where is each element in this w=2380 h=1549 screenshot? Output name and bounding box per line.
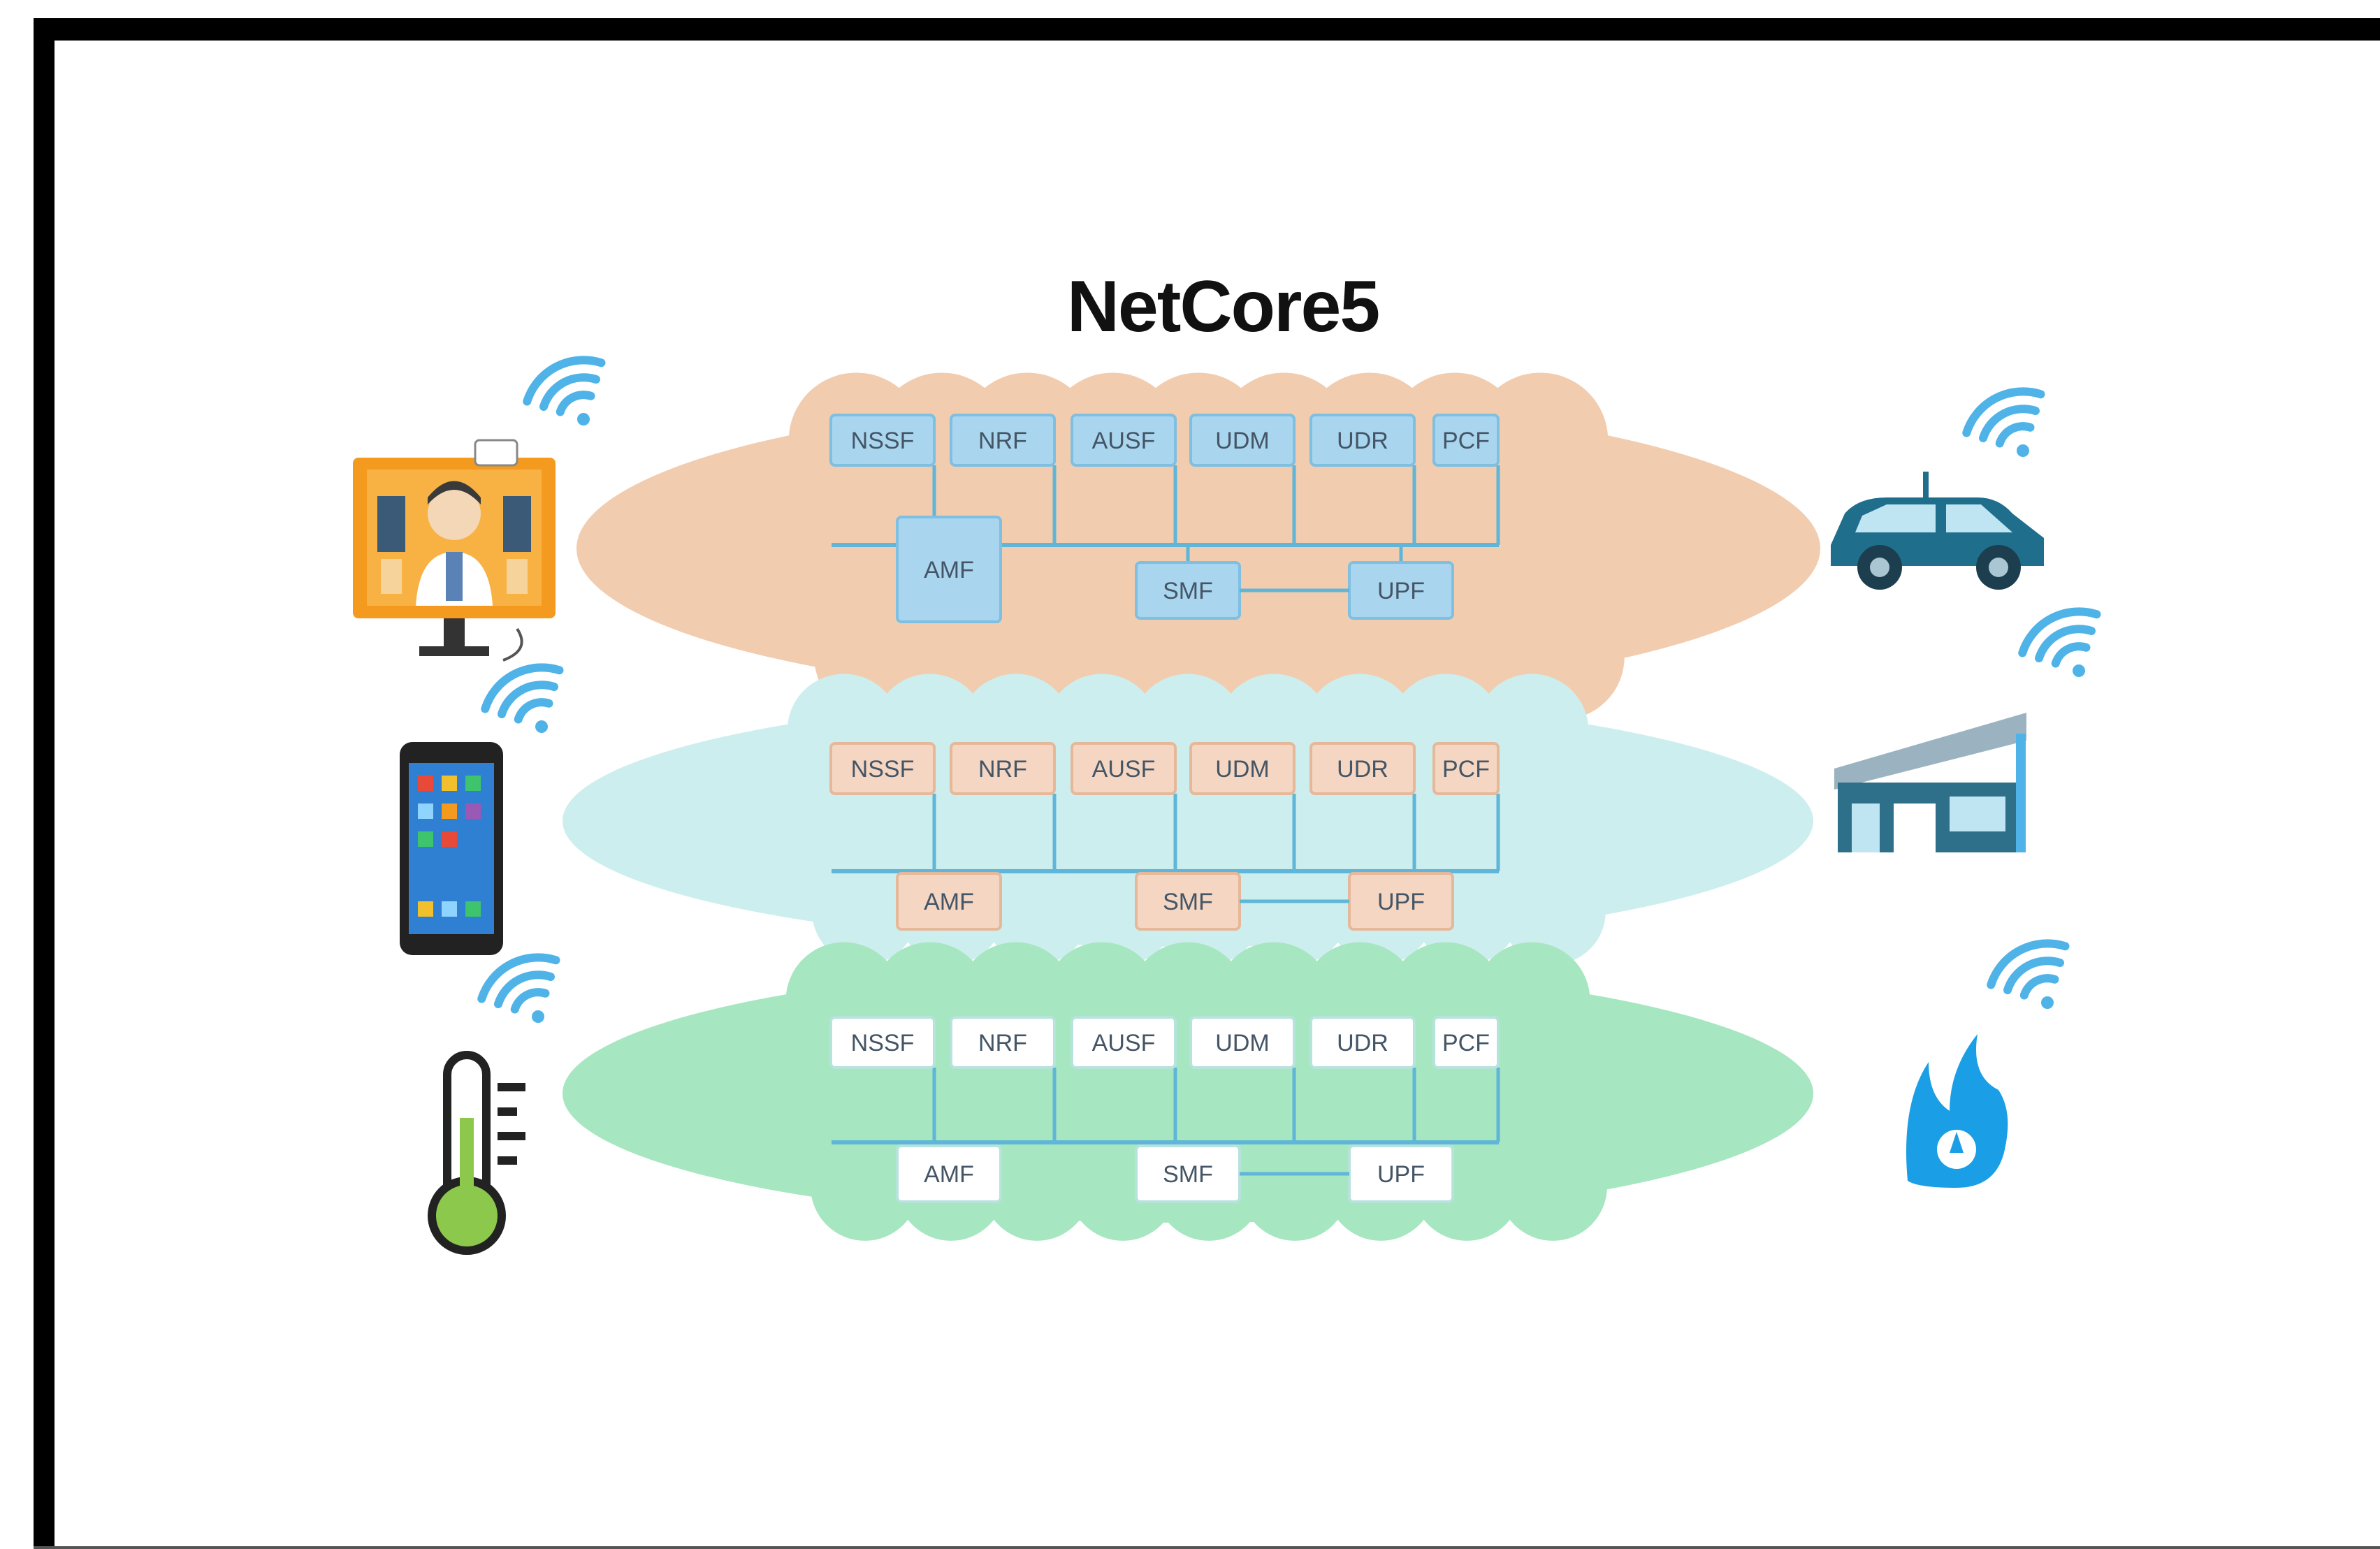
slice-3: NSSF NRF AUSF UDM UDR PCF AMF SMF UPF [563, 942, 1813, 1241]
nf-nssf: NSSF [829, 414, 936, 467]
nf-label: PCF [1442, 428, 1490, 454]
nf-label: NSSF [851, 756, 915, 783]
nf-label: AUSF [1092, 756, 1156, 783]
telemedicine-monitor-icon [353, 439, 556, 662]
fire-icon [1906, 1034, 2008, 1188]
nf-label: AMF [924, 1161, 974, 1188]
nf-amf: AMF [896, 872, 1002, 931]
frame-bottom-border [34, 1546, 2380, 1549]
nf-nssf: NSSF [829, 1016, 936, 1069]
nf-nrf: NRF [950, 414, 1056, 467]
nf-pcf: PCF [1432, 742, 1500, 795]
nf-label: UPF [1377, 578, 1425, 604]
nf-udr: UDR [1309, 414, 1416, 467]
nf-udm: UDM [1189, 1016, 1296, 1069]
nf-pcf: PCF [1432, 414, 1500, 467]
nf-udm: UDM [1189, 742, 1296, 795]
nf-upf: UPF [1348, 872, 1454, 931]
nf-label: PCF [1442, 756, 1490, 783]
nf-ausf: AUSF [1071, 742, 1177, 795]
nf-nssf: NSSF [829, 742, 936, 795]
smartphone-icon [400, 742, 503, 955]
nf-smf: SMF [1135, 561, 1241, 620]
nf-label: UPF [1377, 889, 1425, 915]
nf-label: UDR [1337, 1030, 1388, 1056]
wifi-signal-icon [523, 356, 606, 426]
nf-label: NRF [978, 428, 1027, 454]
thermometer-icon [428, 1051, 525, 1255]
nf-label: SMF [1163, 1161, 1213, 1188]
nf-ausf: AUSF [1071, 414, 1177, 467]
wifi-signal-icon [481, 663, 564, 733]
frame-left-border [34, 18, 55, 1549]
nf-smf: SMF [1135, 1144, 1241, 1203]
wifi-signal-icon [1962, 387, 2045, 457]
nf-label: PCF [1442, 1030, 1490, 1056]
wifi-signal-icon [2018, 607, 2101, 677]
nf-label: AUSF [1092, 428, 1156, 454]
nf-label: AMF [924, 889, 974, 915]
nf-upf: UPF [1348, 561, 1454, 620]
nf-nrf: NRF [950, 1016, 1056, 1069]
building-icon [1834, 713, 2026, 852]
nf-label: UDM [1215, 428, 1269, 454]
nf-udr: UDR [1309, 1016, 1416, 1069]
nf-label: AUSF [1092, 1030, 1156, 1056]
car-icon [1831, 472, 2044, 590]
wifi-signal-icon [477, 953, 560, 1023]
nf-label: NSSF [851, 1030, 915, 1056]
nf-label: UDR [1337, 756, 1388, 783]
nf-label: SMF [1163, 889, 1213, 915]
nf-label: UDM [1215, 756, 1269, 783]
nf-amf: AMF [896, 516, 1002, 623]
nf-udr: UDR [1309, 742, 1416, 795]
nf-amf: AMF [896, 1144, 1002, 1203]
slice-1: NSSF NRF AUSF UDM UDR PCF AMF SMF UPF [576, 372, 1820, 720]
nf-nrf: NRF [950, 742, 1056, 795]
nf-label: SMF [1163, 578, 1213, 604]
nf-ausf: AUSF [1071, 1016, 1177, 1069]
nf-label: UDM [1215, 1030, 1269, 1056]
diagram-title: NetCore5 [1066, 266, 1380, 347]
wifi-signal-icon [1987, 939, 2070, 1009]
nf-label: NRF [978, 1030, 1027, 1056]
nf-label: AMF [924, 557, 974, 583]
nf-label: UDR [1337, 428, 1388, 454]
nf-smf: SMF [1135, 872, 1241, 931]
nf-pcf: PCF [1432, 1016, 1500, 1069]
nf-label: NSSF [851, 428, 915, 454]
nf-udm: UDM [1189, 414, 1296, 467]
nf-upf: UPF [1348, 1144, 1454, 1203]
nf-label: NRF [978, 756, 1027, 783]
frame-top-border [34, 18, 2380, 41]
nf-label: UPF [1377, 1161, 1425, 1188]
slice-2: NSSF NRF AUSF UDM UDR PCF AMF SMF UPF [563, 674, 1813, 965]
